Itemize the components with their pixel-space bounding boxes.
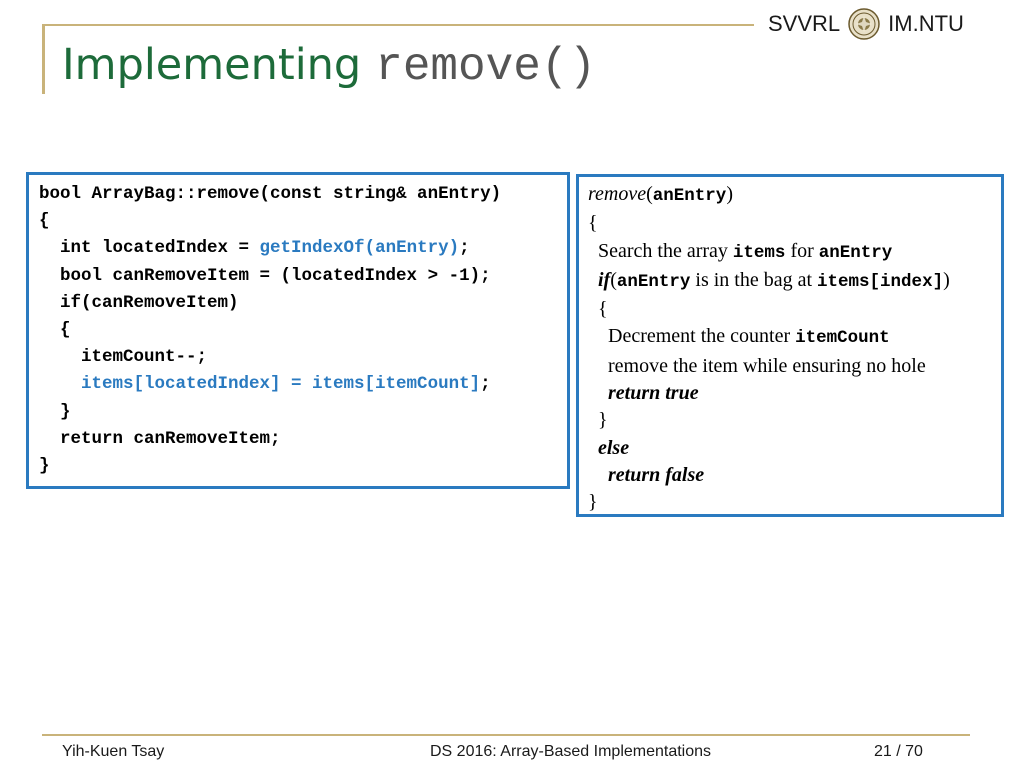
pseudo-line: if(anEntry is in the bag at items[index]… [598,268,950,292]
header-rule [42,24,754,26]
footer-page-number: 21 / 70 [874,743,923,760]
code-signature: bool ArrayBag::remove(const string& anEn… [39,184,502,204]
footer-rule [42,734,970,736]
pseudo-line: Search the array items for anEntry [598,239,893,263]
footer-course: DS 2016: Array-Based Implementations [430,743,712,760]
header-side-rule [42,24,45,94]
pseudo-line: remove the item while ensuring no hole [608,354,926,377]
code-line: } [39,401,71,422]
pseudo-line: } [588,491,598,514]
code-line: items[locatedIndex] = items[itemCount]; [39,374,491,395]
pseudo-line: Decrement the counter itemCount [608,325,890,349]
code-line: { [39,320,71,341]
brand-left: SVVRL [768,11,841,36]
title-code: remove() [375,41,597,93]
brand-right: IM.NTU [888,11,964,36]
footer-author: Yih-Kuen Tsay [62,743,165,760]
code-line: } [39,456,50,477]
pseudocode-box: remove(anEntry) { Search the array items… [576,174,1004,517]
pseudo-line: { [588,212,598,235]
code-line: { [39,211,50,232]
slide-title: Implementing remove() [62,40,596,110]
code-line: itemCount--; [39,347,208,368]
pseudo-line: return false [608,463,705,486]
pseudo-line: { [598,298,608,321]
title-text: Implementing [62,40,362,90]
code-line: bool canRemoveItem = (locatedIndex > -1)… [39,265,491,286]
pseudo-line: remove(anEntry) [588,183,733,206]
code-line: if(canRemoveItem) [39,292,239,313]
code-line: int locatedIndex = getIndexOf(anEntry); [39,238,470,259]
pseudo-line: return true [608,382,699,405]
brand: SVVRL IM.NTU [768,6,964,42]
university-seal-icon [848,8,880,40]
code-box: bool ArrayBag::remove(const string& anEn… [26,172,570,489]
code-line: return canRemoveItem; [39,428,281,449]
pseudo-line: else [598,436,630,459]
pseudo-line: } [598,409,608,432]
